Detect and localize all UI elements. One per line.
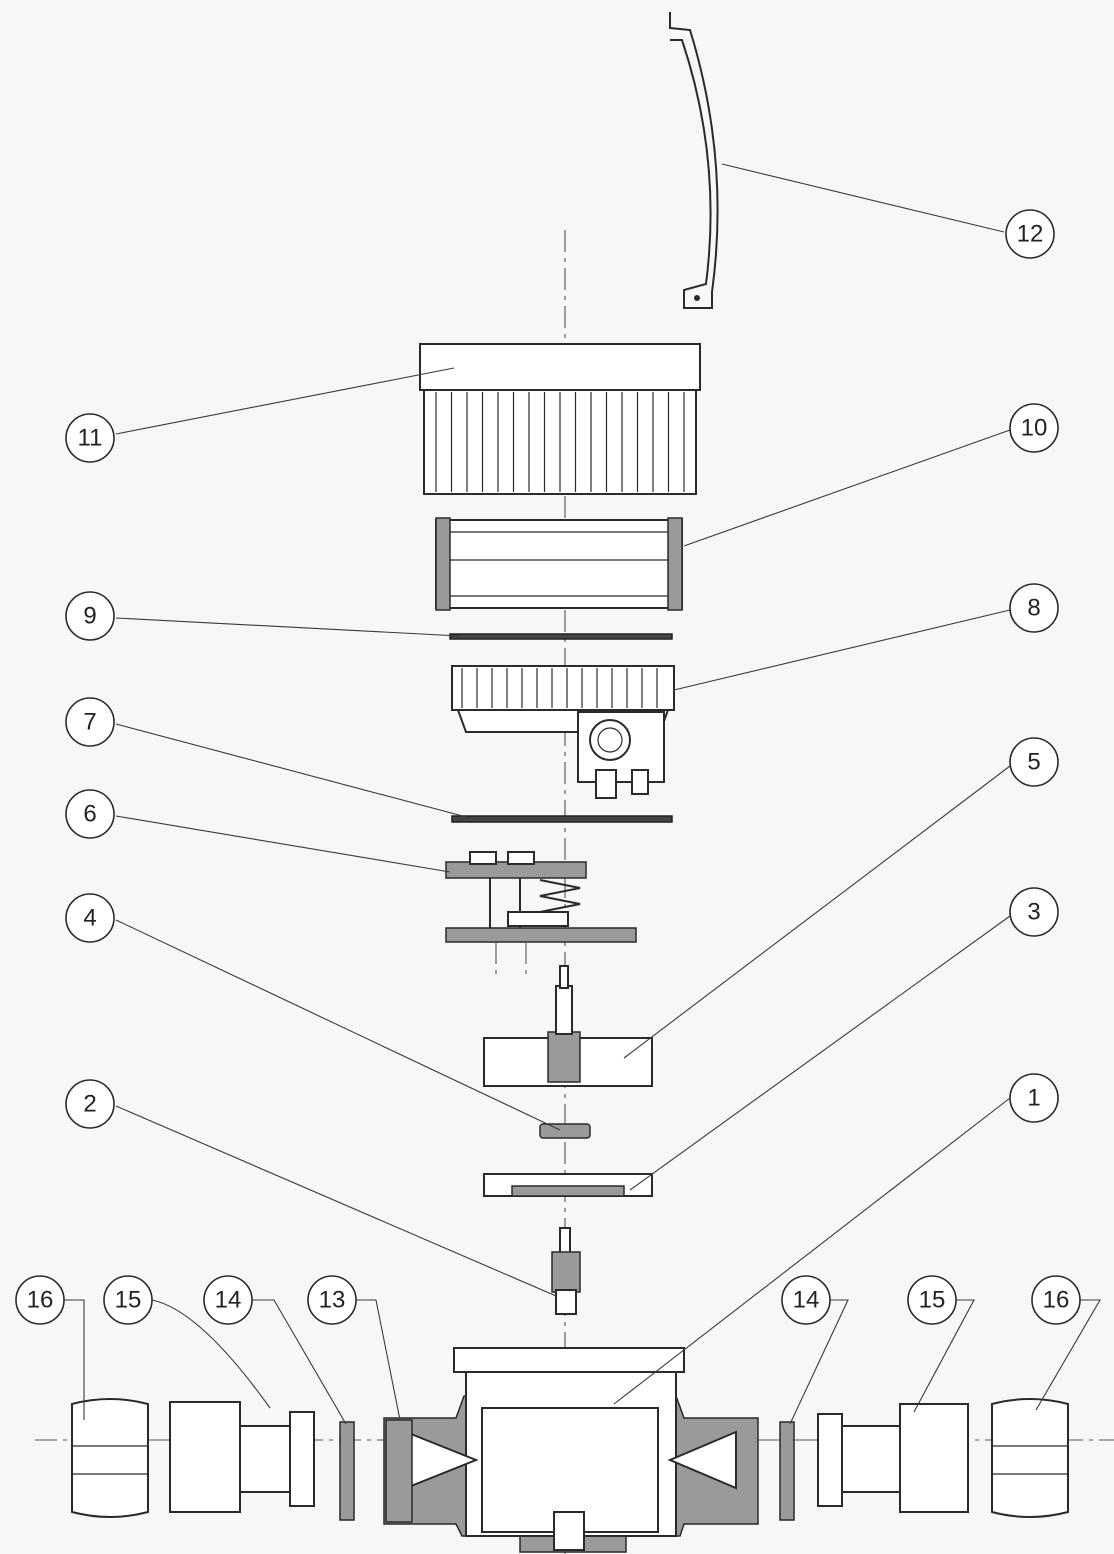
- callout-2: 2: [65, 1079, 115, 1129]
- part-5-impeller: [483, 965, 653, 1087]
- part-7-gasket: [451, 815, 673, 823]
- svg-text:11: 11: [78, 425, 103, 452]
- callout-13: 13: [307, 1275, 357, 1325]
- callout-14-right: 14: [781, 1275, 831, 1325]
- callout-6: 6: [65, 789, 115, 839]
- callout-3: 3: [1009, 887, 1059, 937]
- part-2-shaft: [551, 1227, 581, 1315]
- part-16-nut-left: [71, 1398, 149, 1518]
- callout-16-right: 16: [1031, 1275, 1081, 1325]
- svg-text:4: 4: [83, 905, 96, 932]
- part-15-tailpiece-left: [169, 1401, 315, 1513]
- svg-text:3: 3: [1027, 899, 1040, 926]
- callout-12: 12: [1005, 209, 1055, 259]
- svg-text:10: 10: [1021, 415, 1048, 442]
- svg-text:13: 13: [319, 1287, 346, 1314]
- callout-7: 7: [65, 697, 115, 747]
- callout-1: 1: [1009, 1073, 1059, 1123]
- callout-15-right: 15: [907, 1275, 957, 1325]
- callout-15-left: 15: [103, 1275, 153, 1325]
- callout-16-left: 16: [15, 1275, 65, 1325]
- part-1-meter-body: [383, 1347, 759, 1553]
- svg-text:15: 15: [919, 1287, 946, 1314]
- callout-5: 5: [1009, 737, 1059, 787]
- svg-text:1: 1: [1027, 1085, 1040, 1112]
- callout-11: 11: [65, 413, 115, 463]
- svg-text:14: 14: [793, 1287, 820, 1314]
- svg-text:8: 8: [1027, 595, 1040, 622]
- svg-text:12: 12: [1017, 221, 1044, 248]
- part-4-nut: [539, 1123, 591, 1139]
- part-12-bracket: [669, 12, 719, 309]
- callout-4: 4: [65, 893, 115, 943]
- part-10-ring: [435, 517, 683, 611]
- part-14-gasket-right: [779, 1421, 795, 1521]
- part-8-register: [451, 665, 675, 799]
- svg-text:6: 6: [83, 801, 96, 828]
- part-6-gear-plate: [445, 851, 637, 980]
- part-14-gasket-left: [339, 1421, 355, 1521]
- callout-group: 12 11 10 9 8 7 5 6 4 3 2 1 16 15 14 13 1…: [15, 209, 1081, 1325]
- callout-14-left: 14: [203, 1275, 253, 1325]
- leader-lines: [64, 163, 1101, 1425]
- svg-text:15: 15: [115, 1287, 142, 1314]
- svg-text:7: 7: [83, 709, 96, 736]
- part-15-tailpiece-right: [817, 1403, 969, 1513]
- part-16-nut-right: [991, 1398, 1069, 1518]
- callout-10: 10: [1009, 403, 1059, 453]
- svg-text:9: 9: [83, 603, 96, 630]
- part-9-gasket: [449, 633, 673, 640]
- svg-text:16: 16: [1043, 1287, 1070, 1314]
- part-13-strainer: [385, 1419, 413, 1523]
- part-3-plate: [483, 1173, 653, 1197]
- svg-text:5: 5: [1027, 749, 1040, 776]
- svg-text:2: 2: [83, 1091, 96, 1118]
- callout-8: 8: [1009, 583, 1059, 633]
- svg-text:14: 14: [215, 1287, 242, 1314]
- part-11-lid: [419, 343, 701, 495]
- callout-9: 9: [65, 591, 115, 641]
- svg-text:16: 16: [27, 1287, 54, 1314]
